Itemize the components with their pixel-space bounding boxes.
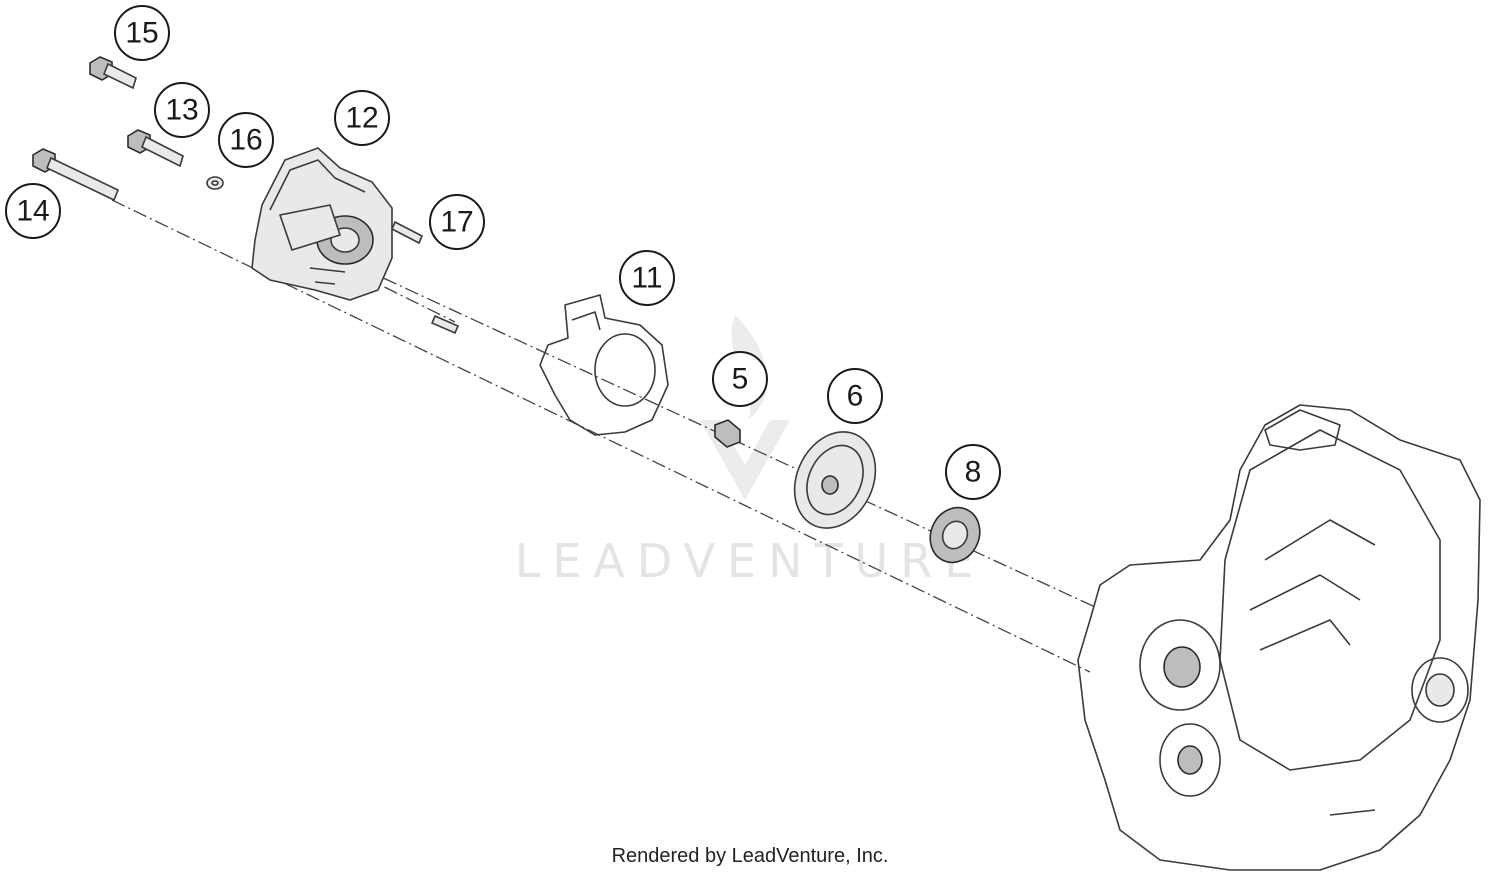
callout-5-label: 5 [732,363,749,396]
washer-16 [206,176,224,190]
render-credit: Rendered by LeadVenture, Inc. [612,845,889,867]
gasket-11 [539,294,669,436]
callout-14-label: 14 [16,195,49,228]
callout-16-label: 16 [229,124,262,157]
nut-5 [714,419,741,448]
bolt-13 [127,129,184,168]
callout-15: 15 [114,5,170,61]
screw-17 [390,220,460,335]
callout-16: 16 [218,112,274,168]
callout-17-label: 17 [440,206,473,239]
callout-8: 8 [945,444,1001,500]
engine-case-cover [1077,404,1481,871]
watermark-text: LEADVENTURE [515,534,986,588]
callout-14: 14 [5,183,61,239]
callout-6-label: 6 [847,380,864,413]
callout-12: 12 [334,90,390,146]
bolt-15 [89,56,137,90]
callout-15-label: 15 [125,17,158,50]
callout-6: 6 [827,368,883,424]
water-pump-cover-12 [251,147,393,301]
bolt-14 [32,148,120,202]
callout-11: 11 [619,250,675,306]
shaft-seal-8 [929,506,981,564]
callout-13: 13 [154,82,210,138]
callout-5: 5 [712,351,768,407]
callout-11-label: 11 [631,262,662,295]
callout-17: 17 [429,194,485,250]
impeller-6 [793,431,877,529]
callout-12-label: 12 [345,102,378,135]
callout-8-label: 8 [965,456,982,489]
callout-13-label: 13 [165,94,198,127]
